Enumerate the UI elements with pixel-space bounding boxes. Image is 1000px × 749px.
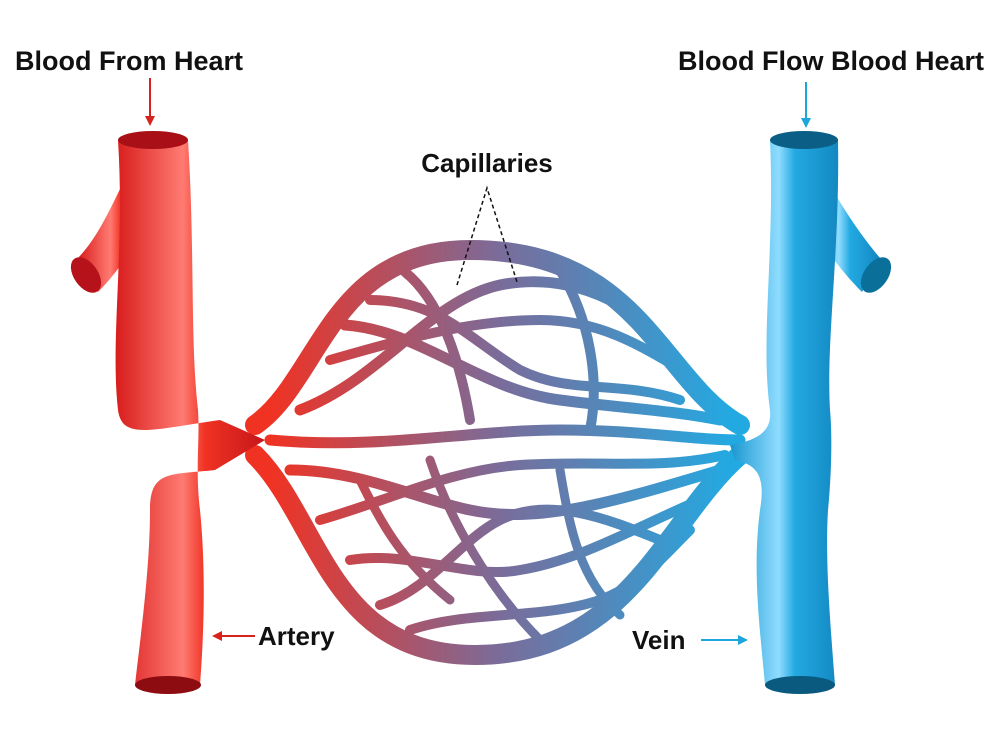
vein-label: Vein	[632, 625, 685, 655]
capillary-vessel	[555, 265, 599, 435]
vein-vessel	[730, 131, 892, 694]
capillaries-label: Capillaries	[421, 148, 553, 178]
capillary-vessel	[264, 424, 746, 449]
vein-bottom-opening	[765, 676, 835, 694]
artery-bottom-opening	[135, 676, 201, 694]
artery-vessel	[70, 131, 265, 694]
vein-branch-opening	[860, 257, 892, 293]
artery-trunk	[115, 140, 265, 685]
capillary-vessel	[405, 525, 695, 635]
vein-trunk	[730, 140, 839, 685]
capillary-vessel	[315, 450, 730, 525]
capillaries-pointer	[456, 185, 518, 286]
blood-from-heart-label: Blood From Heart	[15, 46, 243, 76]
capillary-network	[245, 239, 750, 666]
capillary-vessel	[555, 465, 625, 620]
blood-flow-label: Blood Flow Blood Heart	[678, 46, 984, 76]
capillary-vessel	[325, 314, 695, 380]
artery-top-opening	[118, 131, 188, 149]
capillary-vessel	[425, 455, 545, 645]
capillary-vessel	[365, 295, 685, 405]
capillary-outer-bottom	[245, 445, 750, 666]
capillary-vessel	[400, 267, 475, 425]
capillary-vessel	[375, 504, 665, 610]
vein-top-opening	[770, 131, 838, 149]
artery-branch-opening	[70, 257, 102, 293]
capillary-vessel	[355, 475, 455, 605]
capillary-vessel	[294, 276, 616, 416]
artery-label: Artery	[258, 621, 335, 651]
